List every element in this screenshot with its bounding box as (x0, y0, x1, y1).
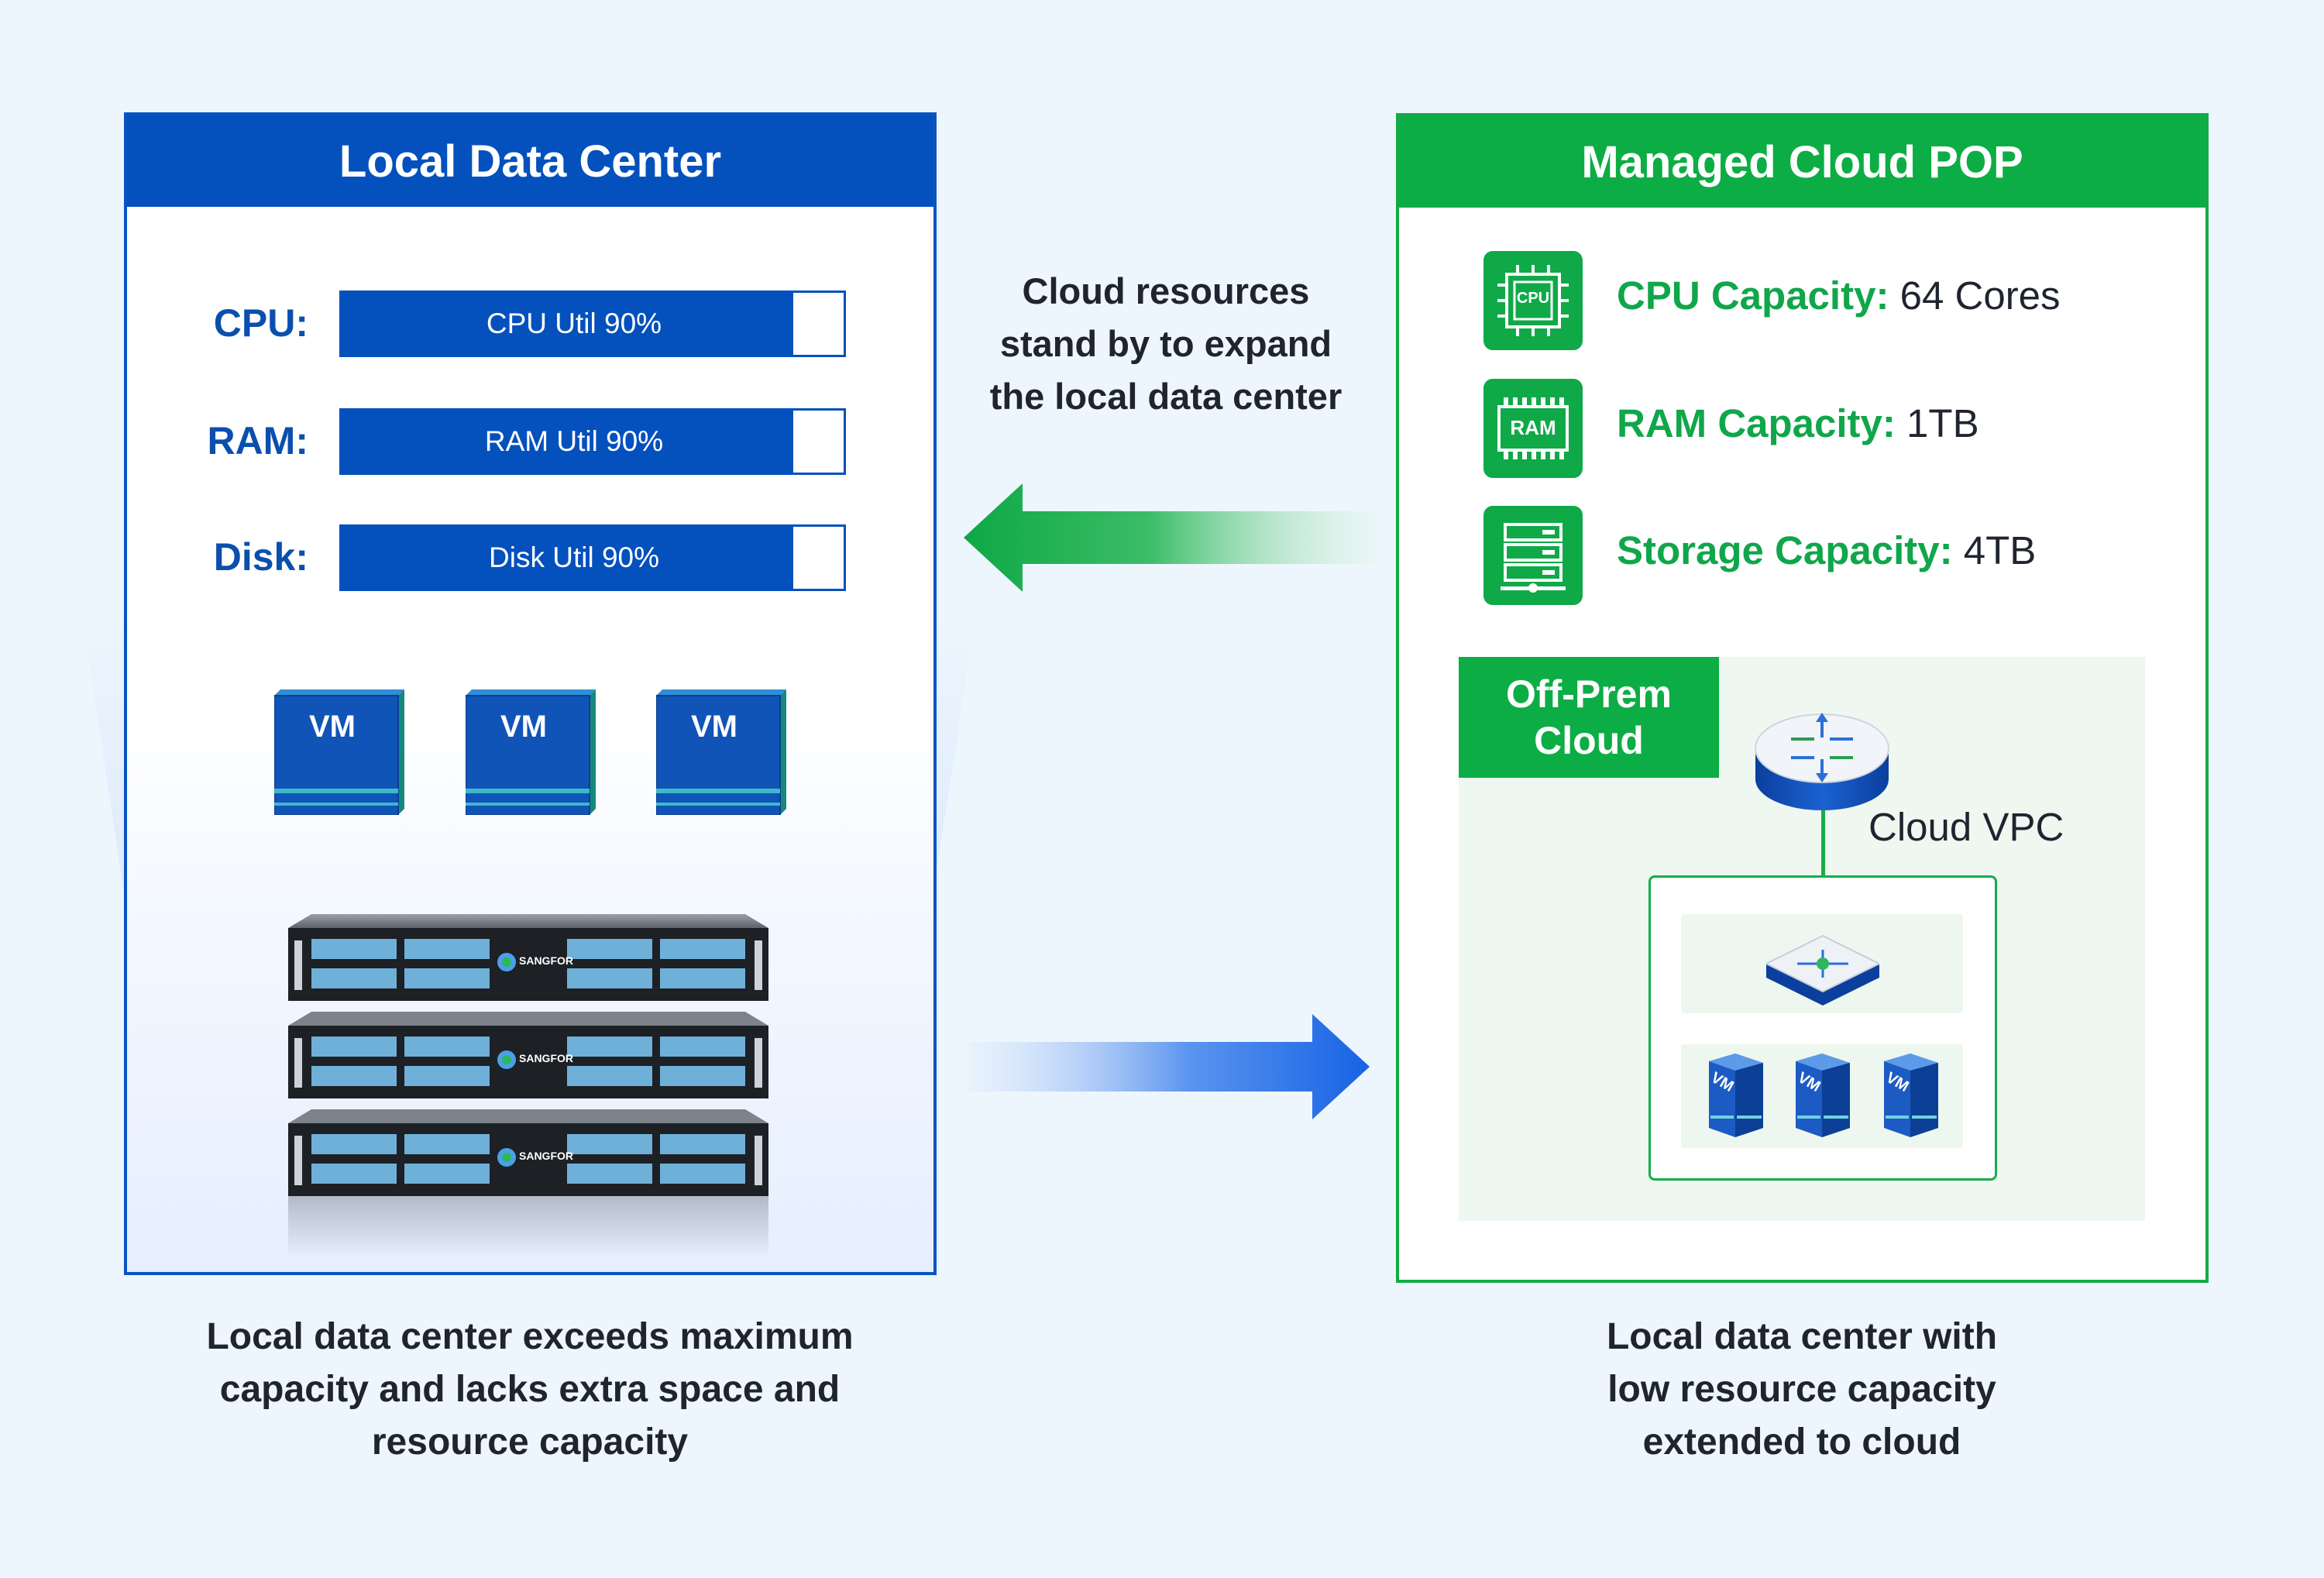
ram-util-fill (342, 411, 794, 473)
vm-label: VM (500, 710, 547, 744)
rack-server-icon (288, 1012, 768, 1098)
server-brand: SANGFOR (519, 954, 573, 967)
cpu-chip-icon-text: CPU (1516, 290, 1550, 307)
cpu-capacity-value: 64 Cores (1889, 273, 2061, 318)
cpu-capacity-row: CPU Capacity: 64 Cores (1617, 273, 2061, 318)
left-caption-line: Local data center exceeds maximum (206, 1316, 854, 1357)
vm-label: VM (691, 710, 737, 744)
expand-description-line: Cloud resources (1022, 270, 1310, 311)
left-caption: Local data center exceeds maximum capaci… (127, 1311, 933, 1469)
right-caption: Local data center with low resource capa… (1399, 1311, 2205, 1469)
right-caption-line: extended to cloud (1642, 1422, 1961, 1463)
ram-capacity-row: RAM Capacity: 1TB (1617, 401, 1979, 446)
blue-arrow-right-icon (968, 1014, 1370, 1119)
disk-label: Disk: (213, 535, 308, 579)
ram-util-bar: RAM Util 90% (339, 408, 846, 475)
vm-cube-icon (273, 689, 404, 816)
rack-server-icon (288, 914, 768, 1001)
storage-server-icon (1483, 506, 1583, 605)
disk-util-fill (342, 527, 794, 589)
ram-module-icon: RAM (1483, 379, 1583, 478)
cpu-util-bar: CPU Util 90% (339, 291, 846, 357)
server-reflection (288, 1196, 768, 1258)
off-prem-cloud-badge: Off-Prem Cloud (1459, 657, 1719, 778)
cpu-util-text: CPU Util 90% (486, 308, 662, 339)
vm-small-icon (1796, 1054, 1850, 1137)
rack-server: SANGFOR (288, 1109, 768, 1196)
disk-util-bar: Disk Util 90% (339, 524, 846, 591)
ram-capacity-value: 1TB (1895, 401, 1979, 445)
cpu-chip-icon: CPU (1483, 251, 1583, 350)
right-caption-line: low resource capacity (1607, 1369, 1996, 1410)
storage-capacity-value: 4TB (1952, 528, 2037, 572)
left-caption-line: capacity and lacks extra space and (219, 1369, 841, 1410)
cpu-capacity-label: CPU Capacity: (1617, 273, 1889, 318)
right-caption-line: Local data center with (1606, 1316, 1998, 1357)
vm-cube-icon (465, 689, 596, 816)
vm-cube: VM (465, 689, 596, 816)
vm-cube: VM (273, 689, 404, 816)
rack-server: SANGFOR (288, 1012, 768, 1098)
server-brand: SANGFOR (519, 1150, 573, 1162)
green-arrow-left-icon (964, 483, 1379, 592)
vm-cube: VM (655, 689, 786, 816)
storage-capacity-row: Storage Capacity: 4TB (1617, 528, 2036, 573)
router-icon (1755, 713, 1889, 810)
local-data-center-title: Local Data Center (127, 115, 933, 207)
ram-capacity-label: RAM Capacity: (1617, 401, 1896, 445)
network-switch-icon (1766, 934, 1879, 1006)
vm-cube-icon (655, 689, 786, 816)
ram-util-text: RAM Util 90% (484, 425, 664, 457)
ram-module-icon-text: RAM (1510, 416, 1556, 439)
server-brand: SANGFOR (519, 1052, 573, 1064)
cpu-label: CPU: (213, 301, 308, 345)
cpu-util-fill (342, 293, 794, 355)
rack-server-icon (288, 1109, 768, 1196)
vm-small-icon (1884, 1054, 1938, 1137)
ram-label: RAM: (207, 419, 308, 462)
vm-label: VM (309, 710, 356, 744)
rack-server: SANGFOR (288, 914, 768, 1001)
expand-description-line: the local data center (989, 376, 1342, 417)
vm-small-icon (1709, 1054, 1763, 1137)
storage-capacity-label: Storage Capacity: (1617, 528, 1953, 572)
expand-description: Cloud resources stand by to expand the l… (953, 265, 1379, 423)
managed-cloud-pop-title: Managed Cloud POP (1399, 116, 2205, 208)
off-prem-cloud-line: Off-Prem (1506, 672, 1672, 716)
disk-util-text: Disk Util 90% (489, 541, 659, 573)
off-prem-cloud-line: Cloud (1534, 719, 1644, 762)
cloud-vpc-label: Cloud VPC (1868, 805, 2064, 849)
left-caption-line: resource capacity (371, 1422, 689, 1463)
vpc-connector-line (1821, 806, 1825, 877)
expand-description-line: stand by to expand (999, 323, 1332, 364)
